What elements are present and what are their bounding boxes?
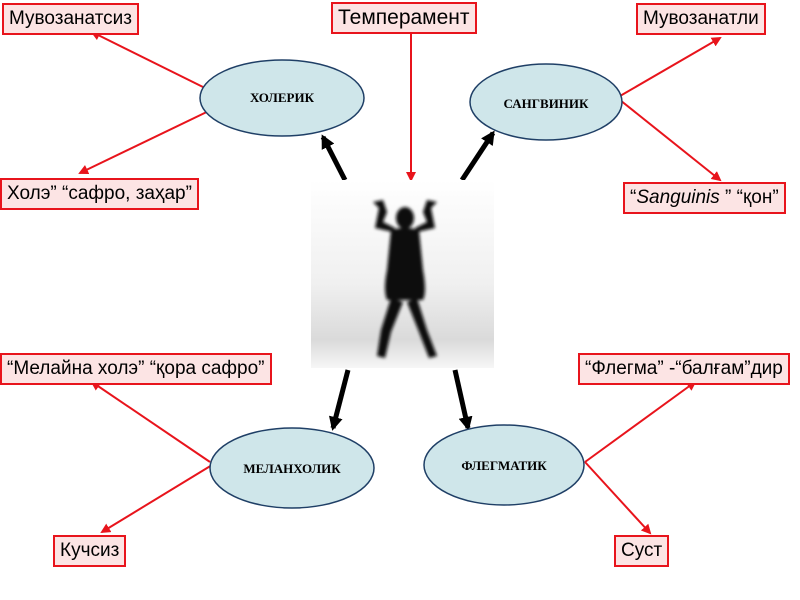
silhouette-image [311,180,494,368]
ellipse-choleric [199,59,365,137]
sanguine-bottom-note-pre: “ [630,187,637,208]
arrow-image-to-phlegmatic [452,369,473,431]
arrow-melancholic-top [90,380,211,463]
choleric-label: ХОЛЕРИК [249,90,315,105]
sanguine-top-note: Мувозанатли [636,3,766,35]
ellipse-sanguine [469,63,623,141]
arrow-choleric-top [90,31,206,89]
arrow-phlegmatic-top [584,380,697,463]
phlegmatic-label: ФЛЕГМАТИК [461,458,547,473]
ellipse-melancholic [209,427,375,509]
phlegmatic-bottom-note: Суст [614,535,670,567]
sanguine-bottom-note-post: ” “қон” [719,187,779,208]
melancholic-bottom-note: Кучсиз [53,535,127,567]
arrow-image-to-choleric [320,134,348,182]
arrow-sanguine-top [619,36,722,97]
arrow-melancholic-bottom [100,464,213,534]
melancholic-top-note: “Мелайна холэ” “қора сафро” [0,353,272,385]
sanguine-bottom-note: “Sanguinis ” “қон” [623,182,786,214]
choleric-bottom-note: Холэ” “сафро, заҳар” [0,178,199,210]
melancholic-label: МЕЛАНХОЛИК [243,461,341,476]
arrow-choleric-bottom [78,107,216,175]
sanguine-label: САНГВИНИК [503,96,589,111]
arrow-phlegmatic-bottom [584,461,652,535]
arrow-sanguine-bottom [619,99,722,182]
arrow-image-to-melancholic [328,369,351,431]
sanguine-bottom-note-italic: Sanguinis [636,187,720,208]
arrow-image-to-sanguine [459,130,496,182]
ellipse-phlegmatic [423,424,585,506]
choleric-top-note: Мувозанатсиз [2,3,140,35]
temperament-title: Темперамент [331,2,477,34]
phlegmatic-top-note: “Флегма” -“балғам”дир [578,353,790,385]
